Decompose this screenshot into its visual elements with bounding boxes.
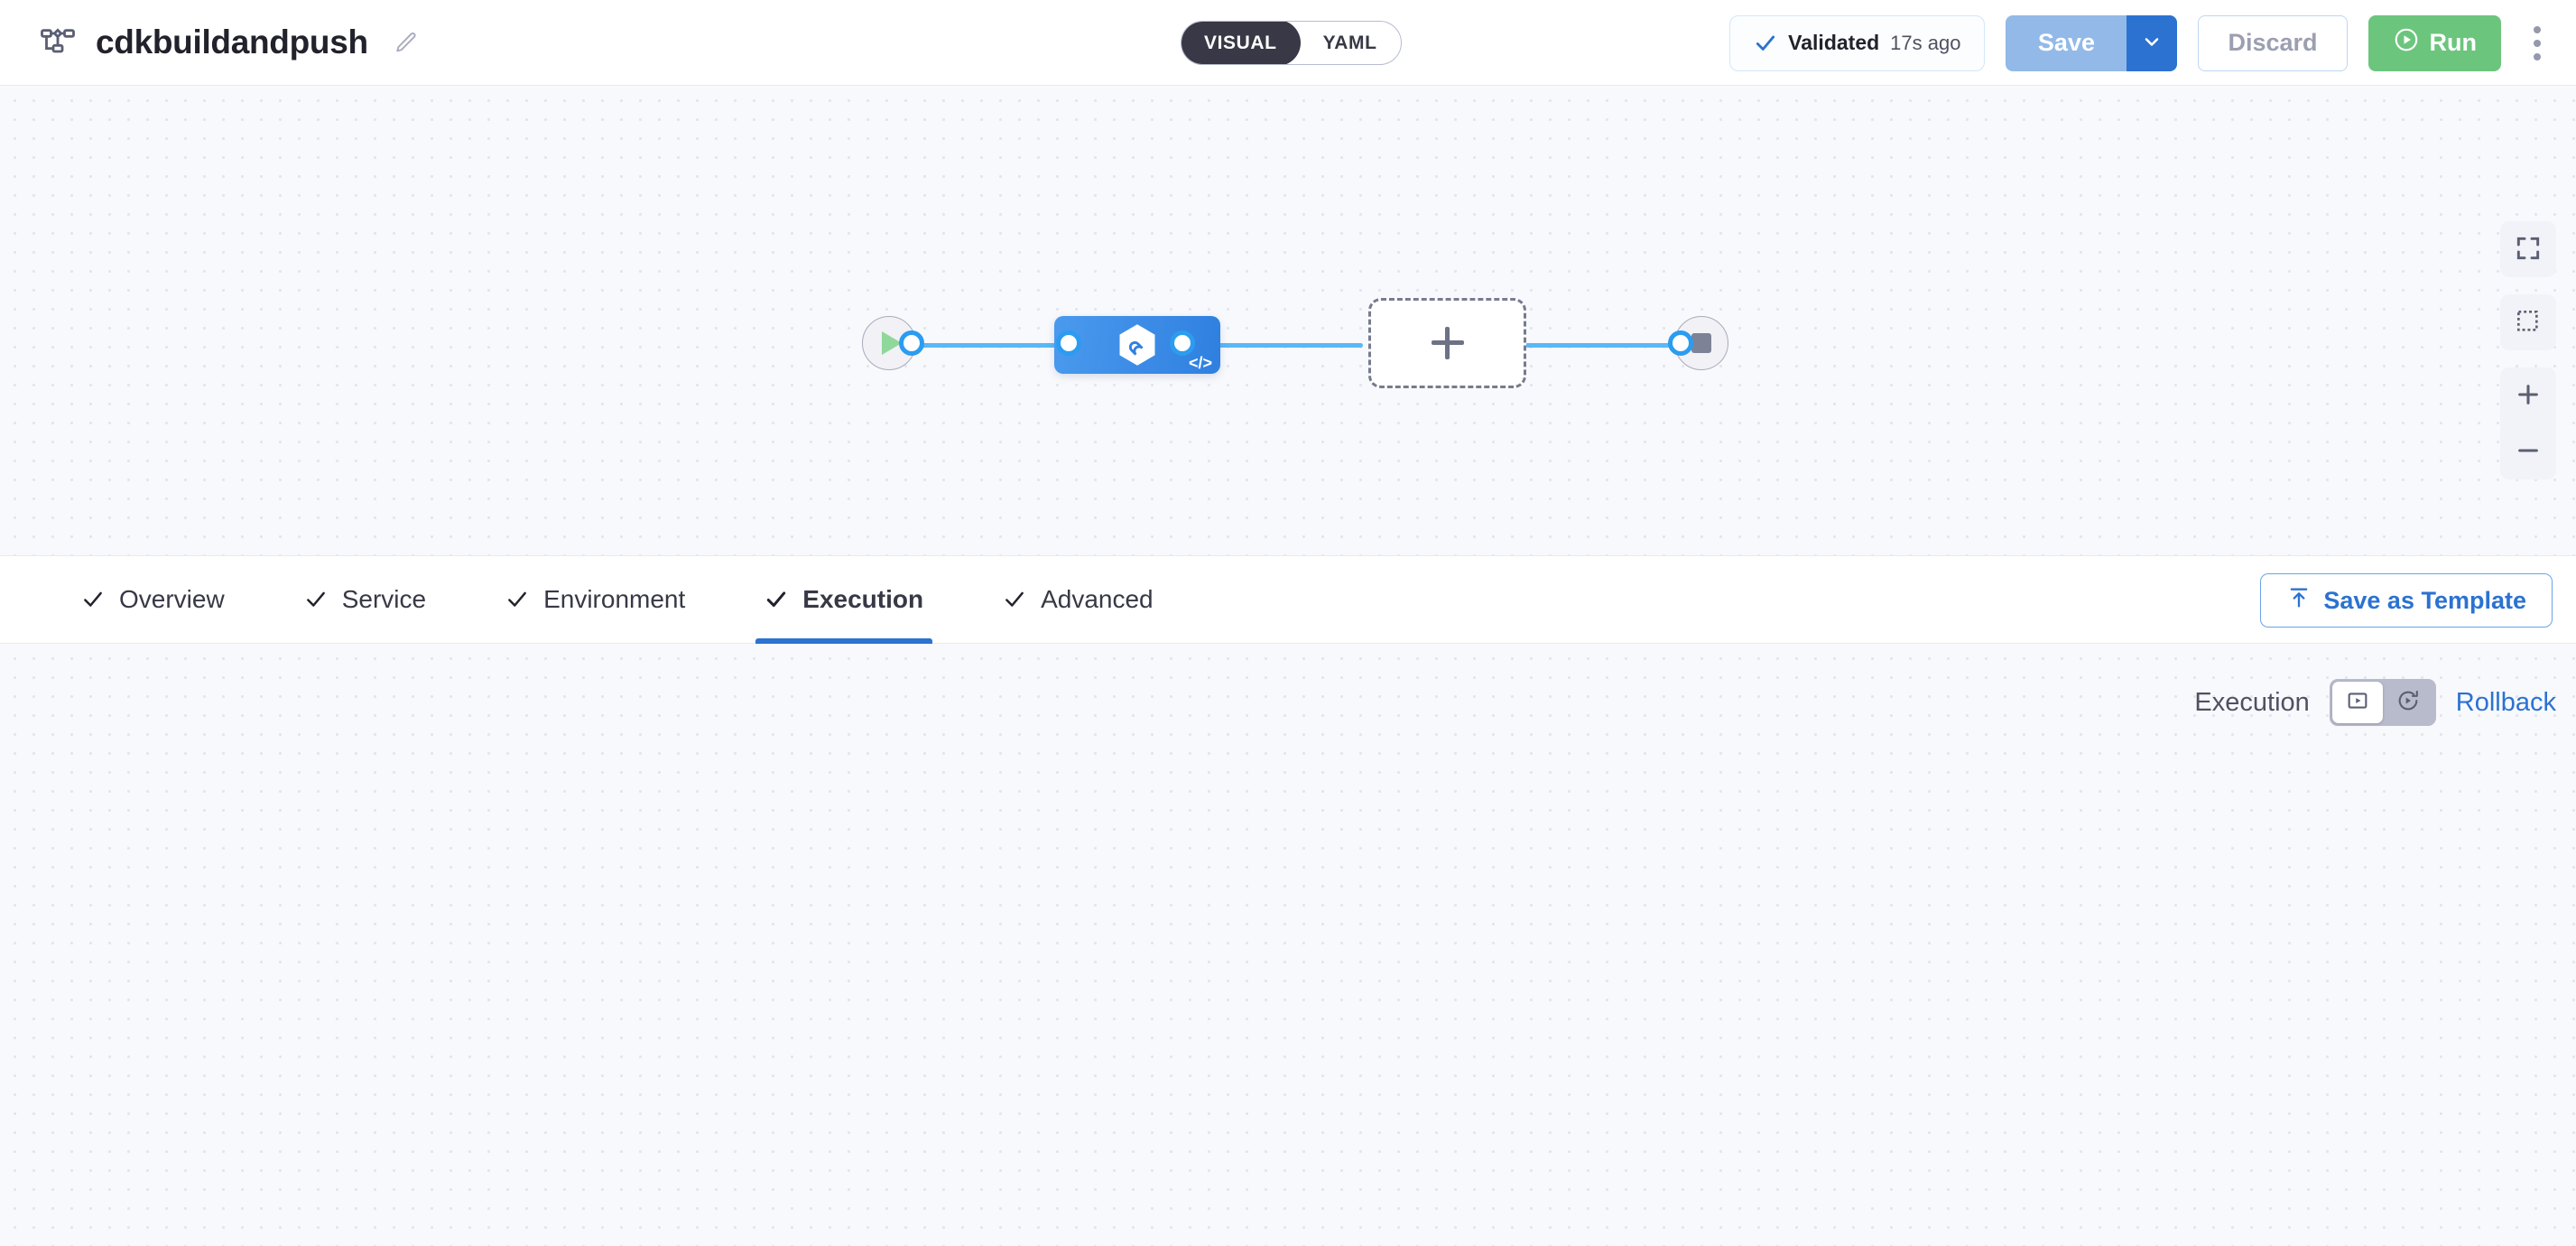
minus-icon xyxy=(2514,436,2543,468)
check-icon xyxy=(1754,32,1777,55)
check-icon xyxy=(505,588,529,611)
canvas-controls xyxy=(2500,221,2556,479)
port-start-out xyxy=(899,330,924,356)
save-as-template-button[interactable]: Save as Template xyxy=(2260,573,2553,628)
zoom-controls xyxy=(2500,367,2556,479)
upload-template-icon xyxy=(2286,585,2312,617)
rollback-icon xyxy=(2395,688,2421,718)
validated-timestamp: 17s ago xyxy=(1890,31,1961,54)
zoom-out-button[interactable] xyxy=(2500,423,2556,479)
validated-label: Validated xyxy=(1788,31,1880,54)
tab-label: Advanced xyxy=(1041,585,1154,613)
execution-rollback-switch: Execution Rol xyxy=(2194,679,2556,726)
play-circle-icon xyxy=(2393,26,2420,60)
zoom-in-button[interactable] xyxy=(2500,367,2556,423)
stage-config-tabs: Overview Service Environment Execution xyxy=(0,555,2576,644)
selection-tool-button[interactable] xyxy=(2500,294,2556,350)
top-bar: cdkbuildandpush VISUAL YAML Validated 17… xyxy=(0,0,2576,86)
run-button[interactable]: Run xyxy=(2368,14,2501,71)
tab-yaml[interactable]: YAML xyxy=(1322,32,1377,53)
port-ckd-out xyxy=(1170,330,1195,356)
stop-icon xyxy=(1691,333,1711,353)
pipeline-identity: cdkbuildandpush xyxy=(0,23,418,61)
discard-button[interactable]: Discard xyxy=(2198,14,2348,71)
stage-node-ckd[interactable]: </> xyxy=(1054,316,1220,374)
chevron-down-icon xyxy=(2141,31,2163,55)
tab-service[interactable]: Service xyxy=(264,555,466,644)
toggle-execution[interactable] xyxy=(2331,682,2383,723)
add-stage-button[interactable] xyxy=(1368,298,1526,388)
save-button[interactable]: Save xyxy=(2006,14,2127,71)
connector-start-to-ckd xyxy=(912,343,1182,348)
tab-overview[interactable]: Overview xyxy=(42,555,264,644)
save-options-button[interactable] xyxy=(2127,14,2178,71)
tab-label: Environment xyxy=(543,585,686,613)
check-icon xyxy=(1003,588,1026,611)
top-actions: Validated 17s ago Save Discard xyxy=(1729,0,2553,86)
tab-label: Service xyxy=(341,585,427,613)
check-icon xyxy=(304,588,328,611)
kebab-menu-icon[interactable] xyxy=(2522,15,2553,71)
tab-visual[interactable]: VISUAL xyxy=(1181,22,1301,64)
plus-icon xyxy=(1431,327,1464,359)
execution-play-icon xyxy=(2345,688,2370,718)
rollback-label[interactable]: Rollback xyxy=(2455,687,2556,717)
check-icon xyxy=(764,588,788,611)
execution-graph-canvas[interactable]: build </> dinD xyxy=(0,644,2576,1246)
port-end-in xyxy=(1668,330,1693,356)
stage-graph-canvas[interactable]: </> ckd Add Stage xyxy=(0,86,2576,605)
plus-icon xyxy=(2514,380,2543,412)
edit-pencil-icon[interactable] xyxy=(388,31,418,55)
run-label: Run xyxy=(2429,29,2477,56)
tab-environment[interactable]: Environment xyxy=(466,555,725,644)
check-icon xyxy=(81,588,105,611)
pipeline-icon xyxy=(40,24,76,60)
execution-rollback-toggle[interactable] xyxy=(2329,679,2436,726)
marquee-select-icon xyxy=(2514,307,2543,339)
toggle-rollback[interactable] xyxy=(2383,682,2433,723)
tab-list: Overview Service Environment Execution xyxy=(0,555,1193,644)
execution-label: Execution xyxy=(2194,687,2310,717)
harness-hexagon-icon xyxy=(1114,321,1161,368)
page-title: cdkbuildandpush xyxy=(96,23,368,60)
play-icon xyxy=(882,331,902,355)
status-badge-validated: Validated 17s ago xyxy=(1729,14,1986,71)
tab-label: Execution xyxy=(802,585,924,613)
connector-addstage-to-end xyxy=(1525,343,1706,348)
fit-to-screen-button[interactable] xyxy=(2500,221,2556,277)
tab-execution[interactable]: Execution xyxy=(725,555,963,644)
code-badge: </> xyxy=(1188,354,1212,372)
mode-toggle[interactable]: VISUAL YAML xyxy=(1181,21,1402,65)
port-ckd-in xyxy=(1056,330,1081,356)
connector-ckd-to-addstage xyxy=(1219,343,1363,348)
tab-label: Overview xyxy=(119,585,225,613)
save-button-group[interactable]: Save xyxy=(2006,14,2178,71)
tab-advanced[interactable]: Advanced xyxy=(963,555,1193,644)
save-as-template-label: Save as Template xyxy=(2323,586,2526,614)
fit-screen-icon xyxy=(2514,234,2543,265)
